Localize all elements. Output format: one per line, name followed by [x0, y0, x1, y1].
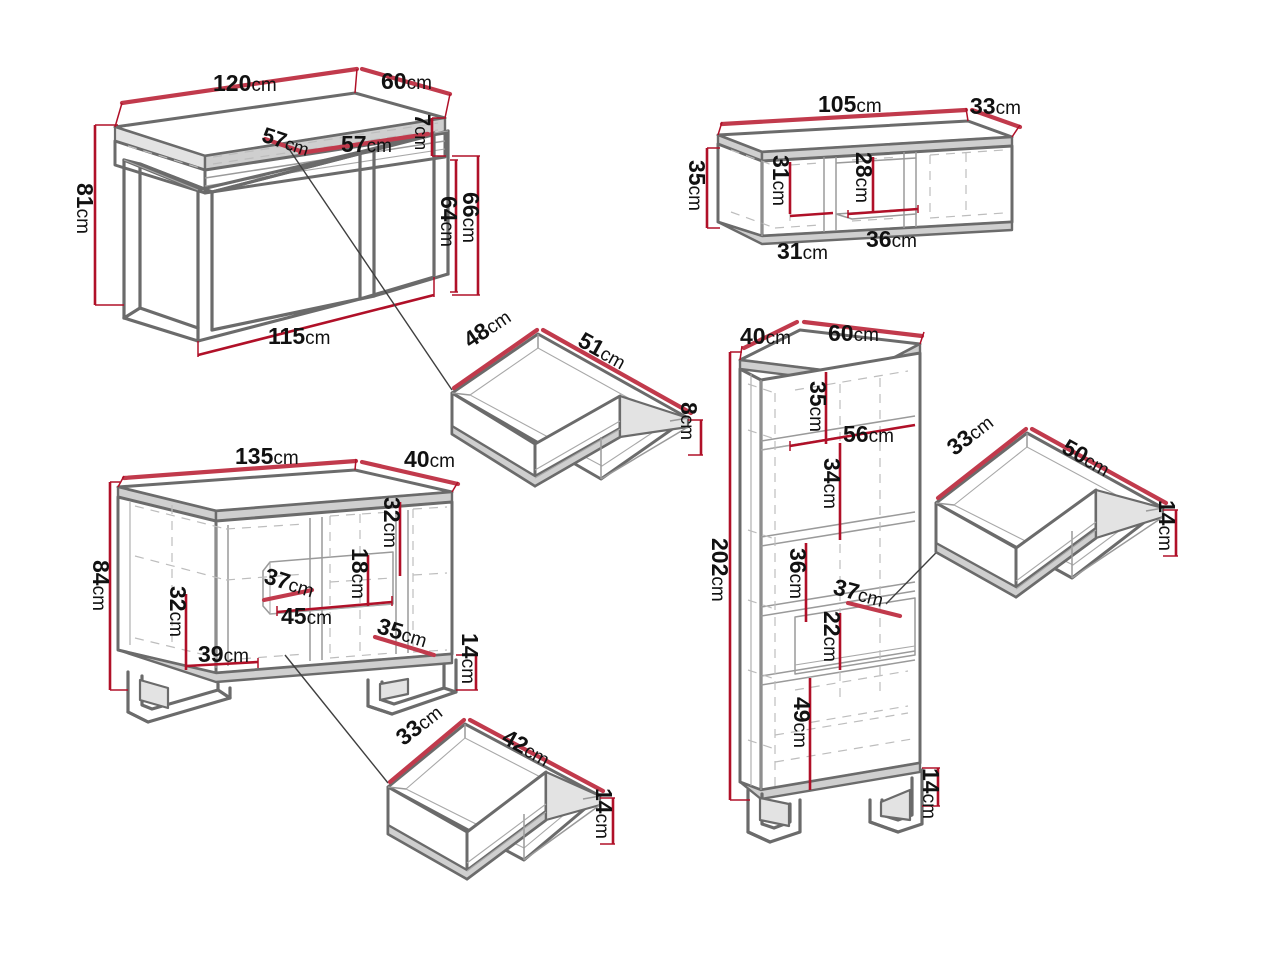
- dim-desk-height: 81cm: [72, 183, 98, 234]
- dim-tv-compartment-1-height: 31cm: [768, 155, 794, 206]
- dim-bookcase-drawer-height-box: 14cm: [1154, 500, 1180, 551]
- dim-bookcase-depth: 40cm: [740, 323, 791, 349]
- dim-desk-drawer-height-box: 8cm: [676, 402, 702, 441]
- tv-cabinet-illustration: [716, 119, 1014, 246]
- bookcase-dimension-lines: [728, 319, 940, 807]
- dim-tv-depth: 33cm: [970, 93, 1021, 119]
- dim-sideboard-width: 135cm: [235, 443, 299, 469]
- dim-bookcase-shelf-width: 56cm: [843, 421, 894, 447]
- dim-sideboard-depth: 40cm: [404, 446, 455, 472]
- dim-desk-depth-top: 60cm: [381, 68, 432, 94]
- bookcase-drawer-illustration: [934, 431, 1165, 599]
- dim-desk-clearance-66: 66cm: [458, 192, 484, 243]
- dim-desk-width-top: 120cm: [213, 70, 277, 96]
- dim-bookcase-shelf-2-height: 34cm: [819, 458, 845, 509]
- sideboard-drawer-illustration: [386, 722, 602, 881]
- desk-drawer-illustration: [450, 332, 690, 488]
- dim-bookcase-bottom-height: 49cm: [789, 697, 815, 748]
- bookcase-illustration: [738, 328, 924, 844]
- dim-sideboard-right-compartment-height: 32cm: [379, 497, 405, 548]
- tv-cabinet-dimension-lines: [705, 107, 1023, 229]
- dim-sideboard-left-compartment-width: 39cm: [198, 641, 249, 667]
- dim-desk-clearance-64: 64cm: [436, 196, 462, 247]
- dim-desk-drawer-height: 7cm: [410, 114, 435, 151]
- dim-bookcase-leg-height: 14cm: [918, 768, 944, 819]
- desk-drawer-dimension-lines: [451, 327, 703, 456]
- dim-bookcase-width: 60cm: [828, 320, 879, 346]
- desk-illustration: [113, 91, 450, 343]
- sideboard-drawer-dimension-lines: [387, 717, 615, 845]
- dim-desk-drawer-inner-width: 57cm: [341, 131, 392, 157]
- dim-sideboard-niche-width: 45cm: [281, 603, 332, 629]
- dim-sideboard-drawer-height-box: 14cm: [591, 788, 617, 839]
- dim-tv-compartment-2-width: 36cm: [866, 226, 917, 252]
- dim-bookcase-drawer-height: 22cm: [819, 611, 845, 662]
- dim-desk-base-width: 115cm: [268, 323, 331, 349]
- dim-tv-compartment-2-height: 28cm: [851, 152, 877, 203]
- leader-sideboard-to-drawer: [284, 654, 389, 784]
- dim-tv-height: 35cm: [684, 160, 710, 211]
- dim-bookcase-shelf-1-height: 35cm: [805, 381, 831, 432]
- dim-sideboard-height: 84cm: [88, 560, 114, 611]
- dim-sideboard-leg-height: 14cm: [457, 633, 483, 684]
- dim-sideboard-niche-height: 18cm: [347, 548, 373, 599]
- dim-sideboard-left-compartment-height: 32cm: [165, 586, 191, 637]
- dim-tv-width: 105cm: [818, 91, 882, 117]
- sideboard-dimension-lines: [108, 458, 478, 691]
- desk-dimension-lines: [93, 66, 480, 357]
- dim-bookcase-shelf-3-height: 36cm: [785, 548, 811, 599]
- leader-desk-to-drawer: [286, 145, 453, 391]
- bookcase-drawer-dimension-lines: [935, 426, 1178, 557]
- dim-bookcase-height: 202cm: [707, 538, 733, 602]
- dim-tv-compartment-1-width: 31cm: [777, 238, 828, 264]
